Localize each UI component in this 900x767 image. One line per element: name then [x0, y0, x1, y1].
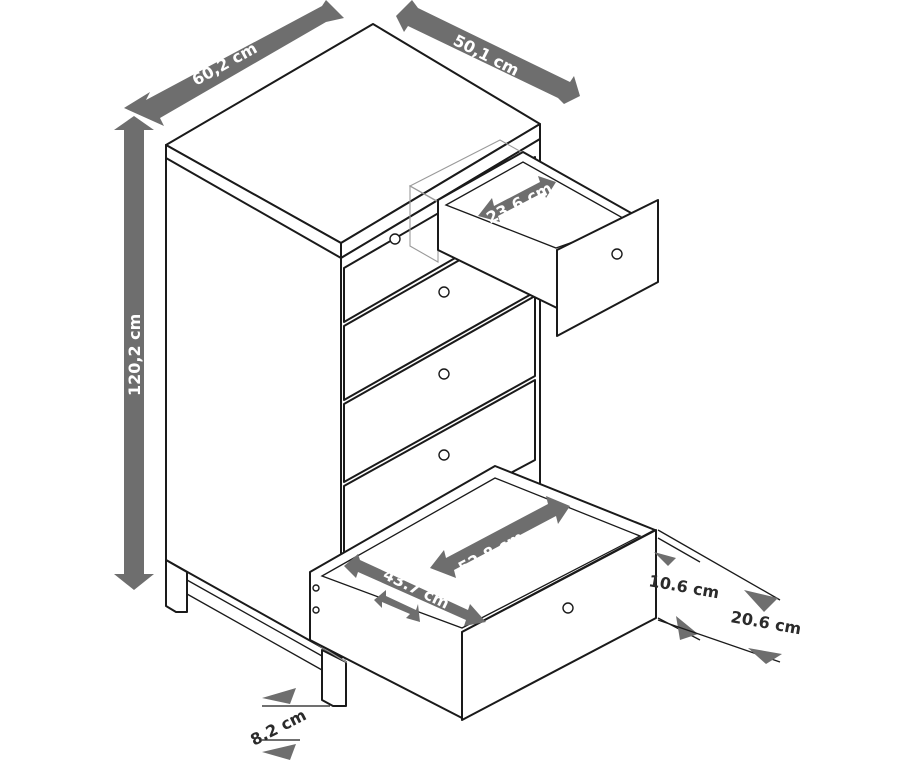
dim-height: 120,2 cm	[114, 116, 154, 590]
screw-2	[312, 606, 320, 614]
dim-inner-ext-top	[657, 537, 701, 563]
dim-outer-height-label: 20.6 cm	[729, 607, 802, 638]
dim-depth-arrow	[396, 0, 580, 104]
knob-3	[438, 368, 450, 380]
dim-height-arrow	[114, 116, 154, 590]
dim-leg-height: 8.2 cm	[247, 688, 330, 760]
knob-4	[438, 449, 450, 461]
screw-1	[312, 584, 320, 592]
dim-bottom-depth-arrow	[430, 496, 570, 578]
drawer-3-front	[343, 295, 536, 483]
dim-inner-height: 10.6 cm	[647, 537, 721, 641]
dim-height-label: 120,2 cm	[125, 314, 144, 396]
dim-outer-arrow-bottom	[748, 648, 782, 664]
dim-inner-arrow-top	[654, 552, 676, 566]
bottom-open-drawer	[308, 465, 657, 721]
dim-width-arrow	[124, 0, 344, 126]
dim-outer-ext-top	[657, 529, 781, 601]
dim-inner-arrow-bottom	[676, 616, 698, 640]
knob-1	[389, 233, 401, 245]
dim-leg-height-label: 8.2 cm	[247, 705, 309, 749]
dim-inner-height-label: 10.6 cm	[647, 571, 720, 602]
leg-rail-side-lower	[186, 593, 323, 671]
dim-top-drawer-arrow	[478, 176, 556, 222]
dim-leg-arrow-bottom	[262, 744, 296, 760]
top-drawer-ghost-side	[409, 185, 439, 263]
knob-2	[438, 286, 450, 298]
dim-leg-arrow-top	[262, 688, 296, 704]
leg-rail-side	[186, 579, 323, 657]
drawer-4-front	[343, 379, 536, 563]
dim-bottom-width-arrow-short	[374, 590, 420, 622]
dim-bottom-width-arrow	[344, 554, 486, 626]
top-open-drawer	[408, 139, 659, 337]
top-drawer-knob	[611, 248, 623, 260]
bottom-drawer-knob	[562, 602, 574, 614]
bottom-drawer-front	[461, 529, 657, 721]
dim-outer-arrow-top	[744, 590, 778, 612]
top-drawer-front	[556, 199, 659, 337]
legs	[165, 559, 347, 707]
leg-back-left	[165, 559, 188, 613]
